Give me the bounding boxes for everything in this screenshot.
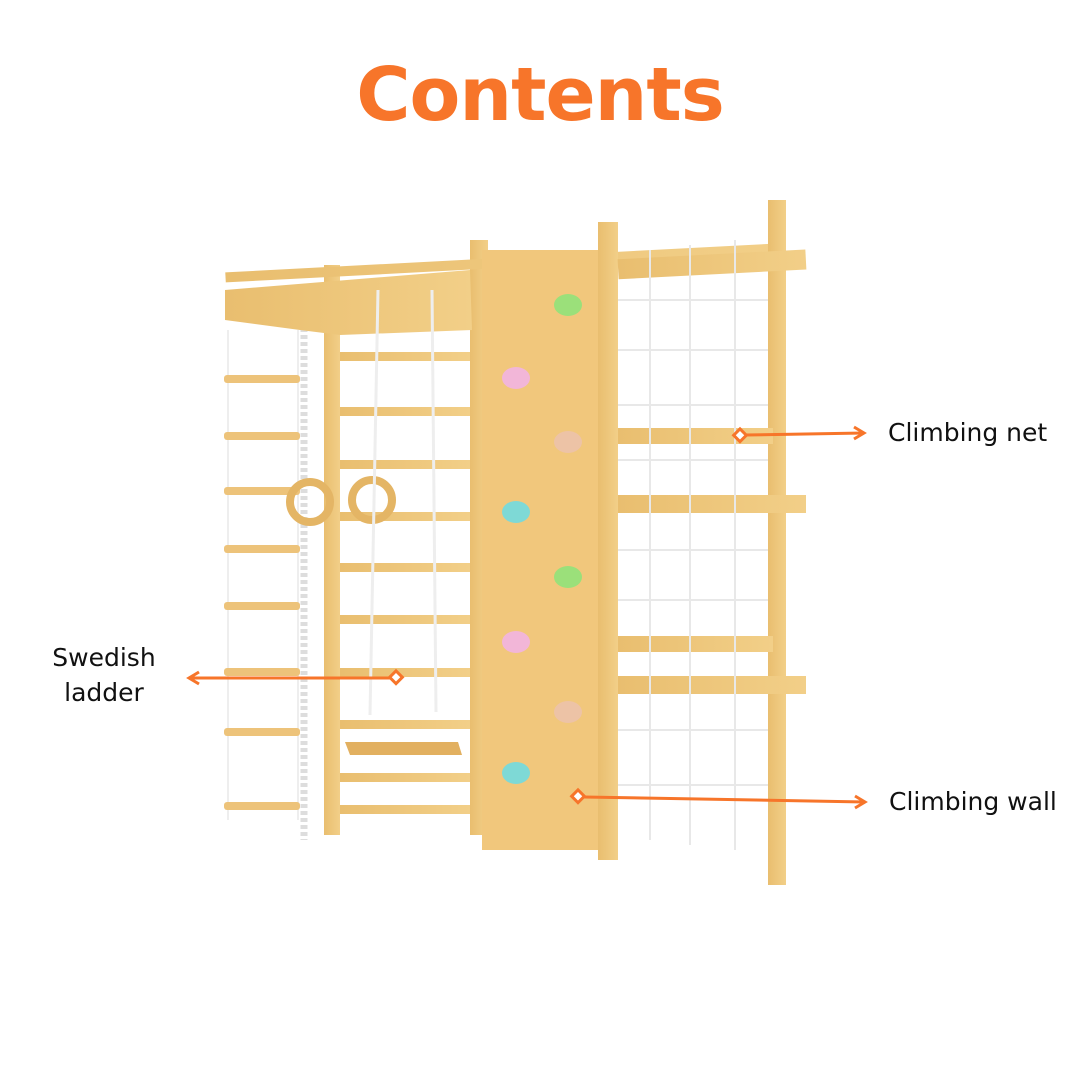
callout-swedish-ladder: Swedish ladder <box>40 640 168 710</box>
callout-climbing-net: Climbing net <box>888 418 1048 447</box>
swedish-ladder-frame <box>225 240 786 835</box>
climbing-net-frame <box>598 200 807 885</box>
arrow-swedish-ladder <box>186 668 405 686</box>
callout-climbing-wall: Climbing wall <box>889 787 1057 816</box>
arrow-climbing-wall <box>569 787 868 810</box>
callout-line-1: Swedish <box>52 643 156 672</box>
climbing-holds <box>502 294 582 784</box>
gym-rings <box>286 476 396 526</box>
rope-ladder <box>224 330 300 820</box>
swing <box>345 289 462 755</box>
climbing-wall-panel <box>482 250 610 850</box>
callout-line-2: ladder <box>64 678 144 707</box>
climbing-net <box>618 240 768 850</box>
arrow-climbing-net <box>731 425 867 444</box>
page-title: Contents <box>356 52 725 138</box>
